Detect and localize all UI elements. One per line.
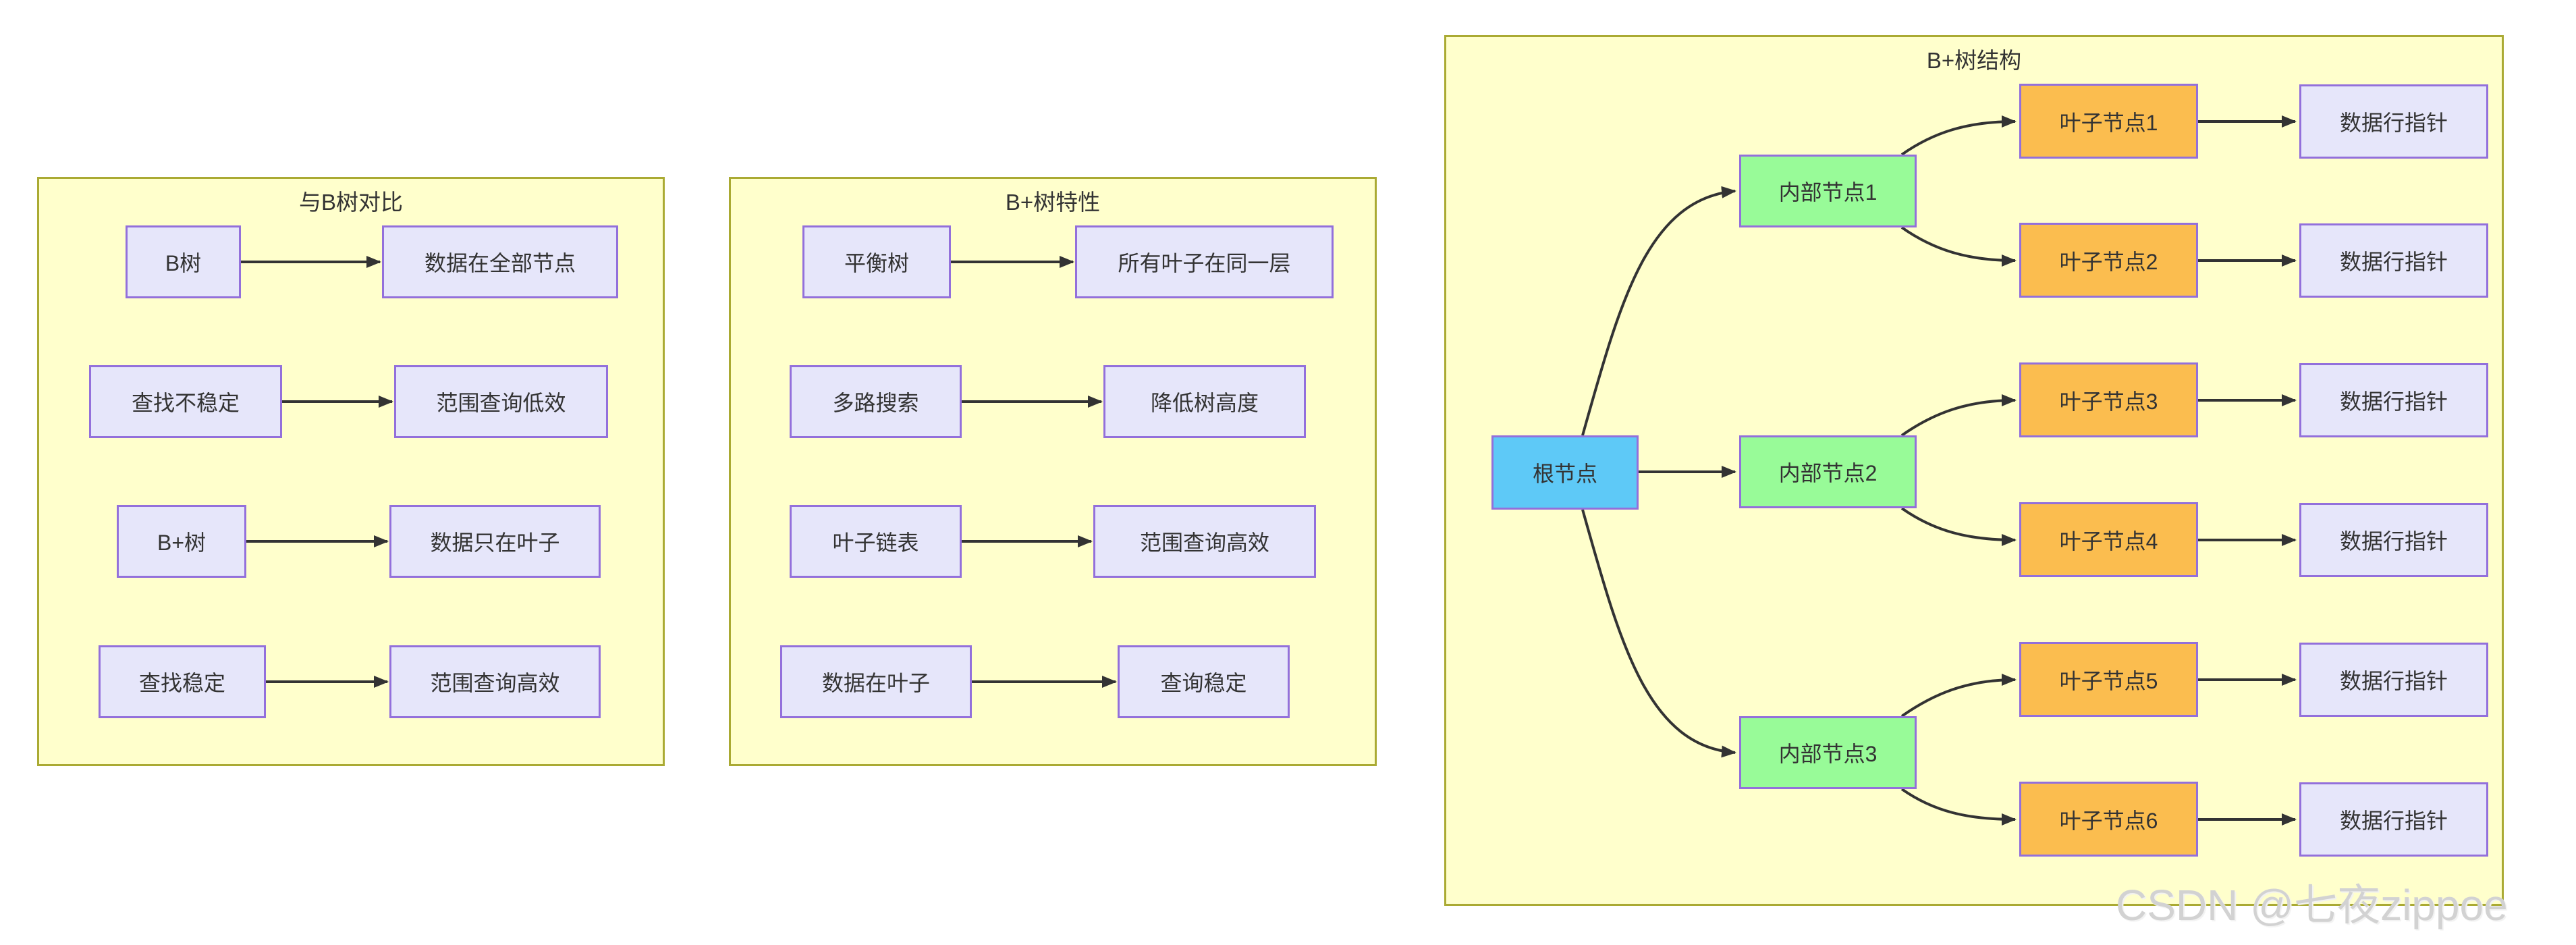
node-internal-3: 内部节点3 [1739, 716, 1917, 789]
node-leaf-3: 叶子节点3 [2019, 362, 2198, 437]
node-lookup-stable: 查找稳定 [99, 645, 266, 718]
node-reduce-tree-height: 降低树高度 [1103, 365, 1306, 438]
watermark: CSDN @七夜zippoe [2116, 881, 2508, 929]
node-internal-1: 内部节点1 [1739, 155, 1917, 227]
node-lookup-unstable: 查找不稳定 [89, 365, 282, 438]
node-data-in-all-nodes: 数据在全部节点 [382, 225, 618, 298]
node-leaf-2: 叶子节点2 [2019, 223, 2198, 298]
panel-title-features: B+树特性 [1005, 190, 1101, 215]
node-leaf-4: 叶子节点4 [2019, 502, 2198, 577]
node-internal-2: 内部节点2 [1739, 435, 1917, 508]
node-range-query-inefficient: 范围查询低效 [394, 365, 608, 438]
node-range-query-efficient: 范围查询高效 [389, 645, 601, 718]
node-multiway-search: 多路搜索 [790, 365, 962, 438]
node-range-query-efficient-2: 范围查询高效 [1093, 505, 1316, 578]
node-leaf-linked-list: 叶子链表 [790, 505, 962, 578]
node-data-at-leaves: 数据在叶子 [780, 645, 972, 718]
node-leaf-5: 叶子节点5 [2019, 642, 2198, 717]
node-data-row-pointer-4: 数据行指针 [2299, 503, 2488, 577]
node-data-only-in-leaves: 数据只在叶子 [389, 505, 601, 578]
node-b-plus-tree: B+树 [117, 505, 246, 578]
panel-title-comparison: 与B树对比 [298, 190, 403, 215]
node-all-leaves-same-level: 所有叶子在同一层 [1075, 225, 1334, 298]
node-leaf-1: 叶子节点1 [2019, 84, 2198, 159]
node-b-tree: B树 [126, 225, 241, 298]
node-data-row-pointer-5: 数据行指针 [2299, 643, 2488, 717]
node-leaf-6: 叶子节点6 [2019, 782, 2198, 857]
node-data-row-pointer-6: 数据行指针 [2299, 782, 2488, 857]
node-query-stable: 查询稳定 [1118, 645, 1290, 718]
node-data-row-pointer-3: 数据行指针 [2299, 363, 2488, 437]
node-data-row-pointer-2: 数据行指针 [2299, 223, 2488, 298]
node-root: 根节点 [1491, 435, 1639, 510]
node-data-row-pointer-1: 数据行指针 [2299, 84, 2488, 159]
node-balanced-tree: 平衡树 [802, 225, 951, 298]
panel-title-structure: B+树结构 [1926, 48, 2022, 73]
